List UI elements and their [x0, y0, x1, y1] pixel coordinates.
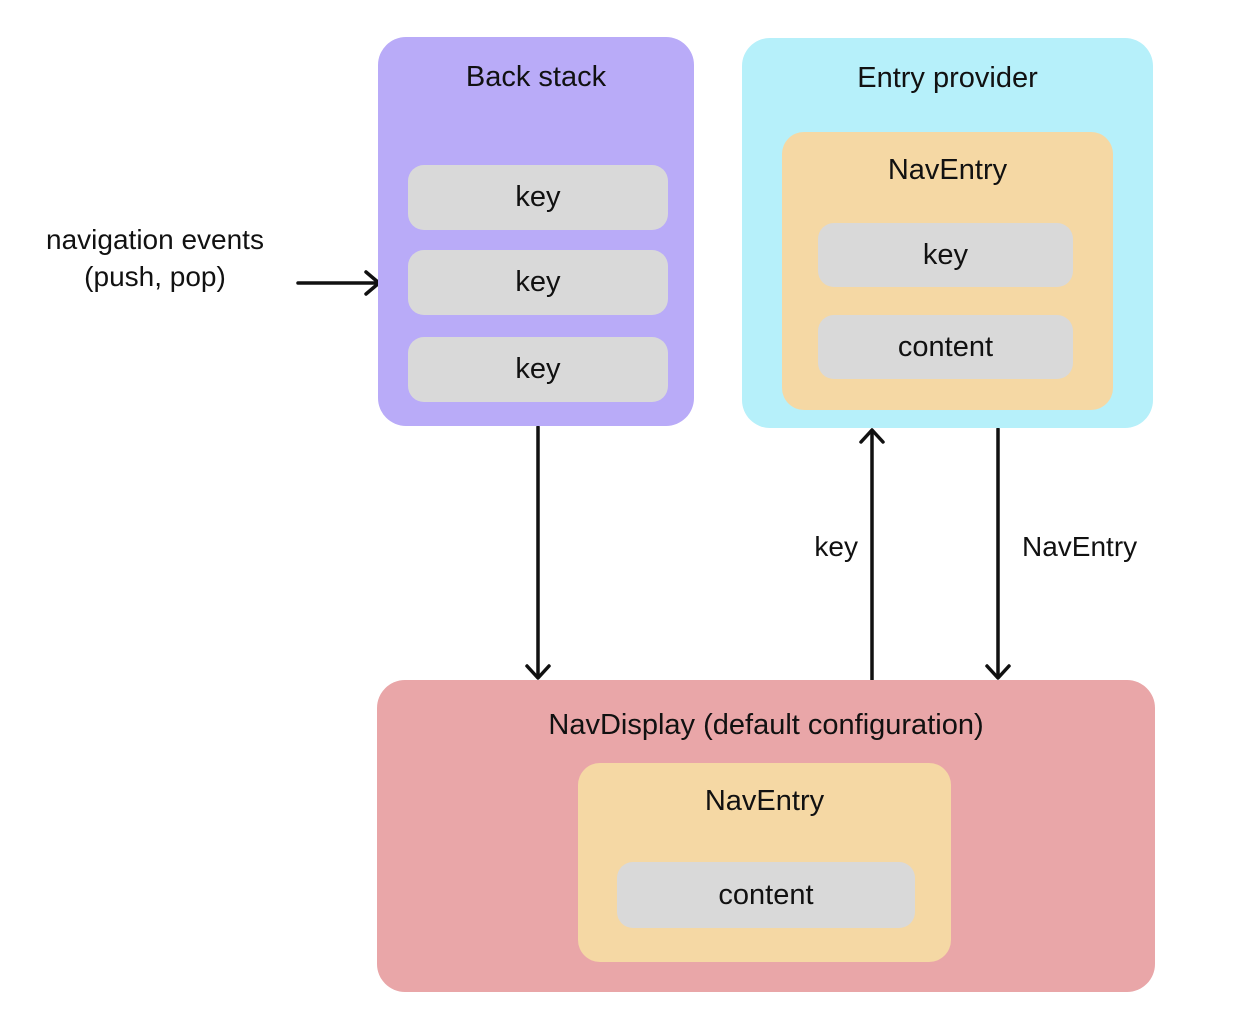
naventry-content-pill: content: [617, 862, 915, 928]
entry-provider-box: Entry provider NavEntry key content: [742, 38, 1153, 428]
key-label: key: [515, 181, 561, 213]
key-label: key: [515, 266, 561, 298]
arrow-key-up: [859, 428, 885, 682]
nav-display-title: NavDisplay (default configuration): [548, 709, 984, 741]
navigation-events-line1: navigation events: [46, 224, 264, 255]
arrow-navigation-events: [296, 270, 381, 296]
nav-display-box: NavDisplay (default configuration) NavEn…: [377, 680, 1155, 992]
edge-label-key: key: [814, 531, 858, 562]
naventry-title: NavEntry: [887, 154, 1008, 186]
arrow-backstack-to-navdisplay: [525, 425, 551, 680]
entry-provider-naventry-box: NavEntry key content: [782, 132, 1113, 410]
navigation-events-label: navigation events (push, pop): [5, 221, 305, 295]
naventry-content-pill: content: [818, 315, 1073, 379]
edge-label-naventry: NavEntry: [1022, 531, 1138, 562]
back-stack-box: Back stack key key key: [378, 37, 694, 426]
naventry-title: NavEntry: [704, 785, 825, 817]
entry-provider-title: Entry provider: [857, 62, 1038, 94]
naventry-key-pill: key: [818, 223, 1073, 287]
arrow-naventry-down: [985, 427, 1011, 680]
nav-display-naventry-box: NavEntry content: [578, 763, 951, 962]
back-stack-key-pill: key: [408, 250, 668, 315]
back-stack-key-pill: key: [408, 165, 668, 230]
back-stack-key-pill: key: [408, 337, 668, 402]
back-stack-title: Back stack: [465, 61, 607, 93]
key-label: key: [922, 238, 969, 271]
navigation-events-line2: (push, pop): [84, 261, 226, 292]
content-label: content: [897, 330, 994, 363]
content-label: content: [718, 878, 814, 911]
key-label: key: [515, 353, 561, 385]
